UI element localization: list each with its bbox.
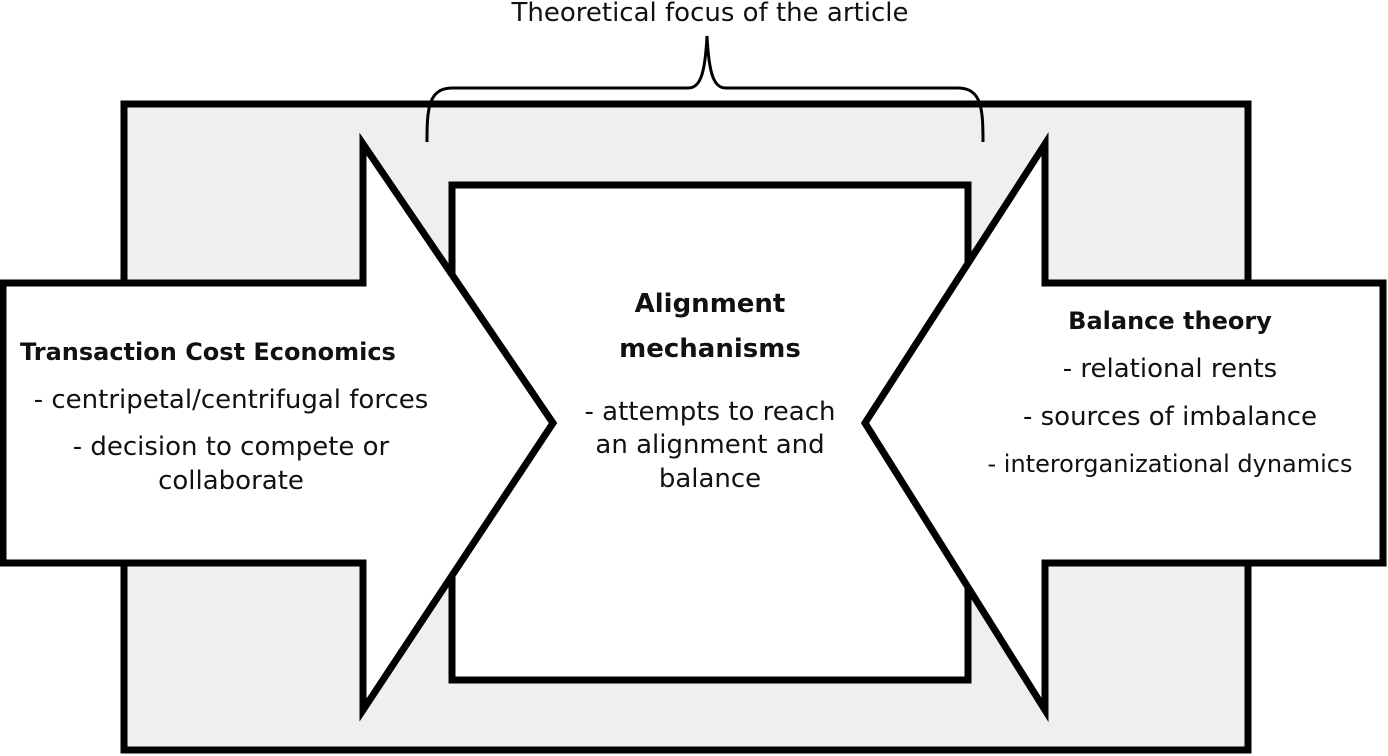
center-body-line1: - attempts to reach [584,397,836,427]
center-body-line3: balance [658,464,762,494]
tce-item-3: collaborate [158,466,304,496]
focus-caption: Theoretical focus of the article [511,0,909,28]
tce-item-2: - decision to compete or [72,432,390,462]
tce-item-1: - centripetal/centrifugal forces [33,385,429,415]
center-body-line2: an alignment and [595,430,825,460]
center-title-line1: Alignment [634,289,786,319]
focus-brace [425,35,985,143]
right-arrow-shape [860,132,1387,723]
tce-title: Transaction Cost Economics [20,338,396,366]
balance-title: Balance theory [1068,307,1272,335]
left-arrow-shape [0,132,558,722]
balance-item-3: - interorganizational dynamics [987,450,1353,478]
center-title-line2: mechanisms [619,334,801,364]
balance-item-2: - sources of imbalance [1022,402,1318,432]
balance-item-1: - relational rents [1062,354,1278,384]
